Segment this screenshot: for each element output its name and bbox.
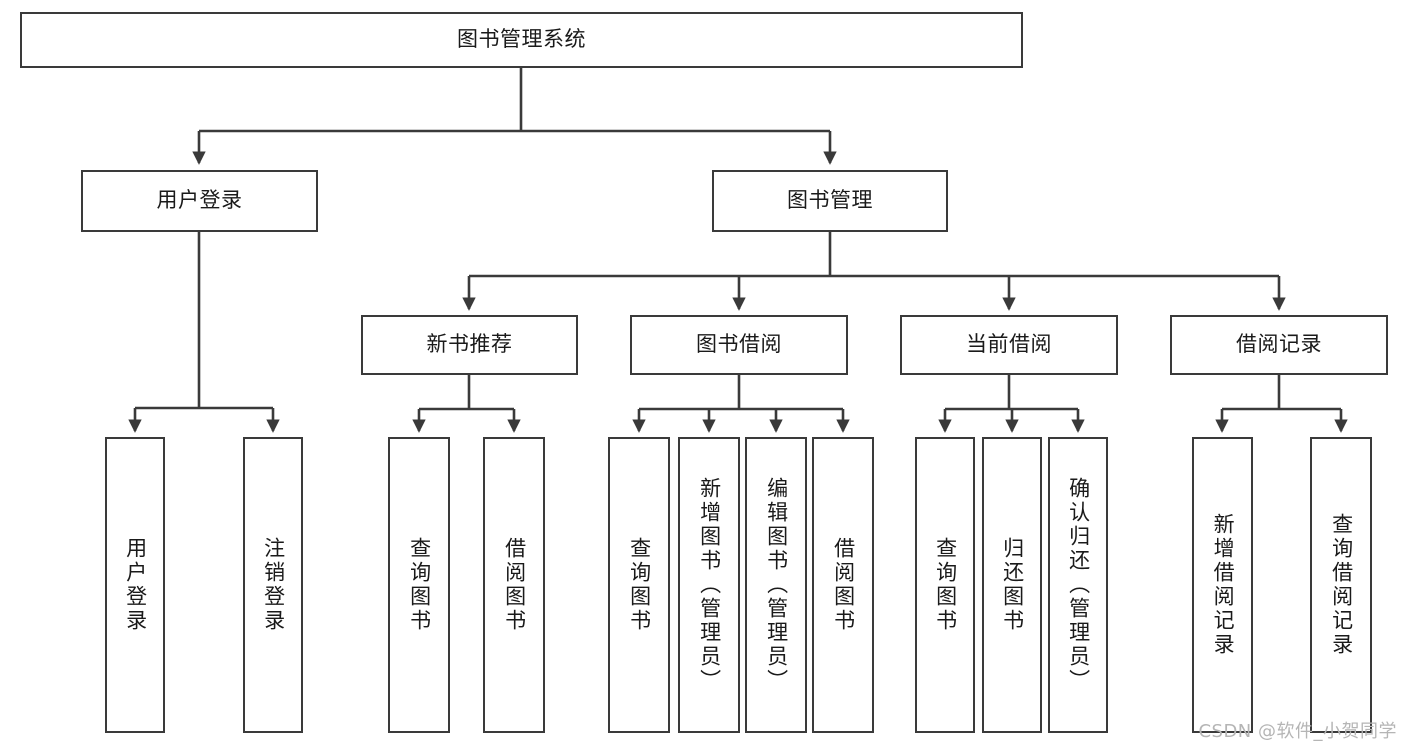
node-leaf-query-book-1[interactable]: 查询图书 (388, 437, 450, 733)
node-leaf-borrow-book-1[interactable]: 借阅图书 (483, 437, 545, 733)
node-new-book-recommend[interactable]: 新书推荐 (361, 315, 578, 375)
node-leaf-user-login[interactable]: 用户登录 (105, 437, 165, 733)
node-leaf-add-borrow-record[interactable]: 新增借阅记录 (1192, 437, 1253, 733)
node-label: 查询图书 (933, 537, 958, 633)
node-label: 编辑图书（管理员） (764, 477, 789, 693)
watermark: CSDN @软件_小贺同学 (1198, 721, 1397, 742)
node-leaf-query-book-3[interactable]: 查询图书 (915, 437, 975, 733)
node-label: 新书推荐 (426, 332, 513, 357)
node-label: 查询图书 (407, 537, 432, 633)
node-label: 查询图书 (627, 537, 652, 633)
node-root-system[interactable]: 图书管理系统 (20, 12, 1023, 68)
node-book-manage[interactable]: 图书管理 (712, 170, 948, 232)
node-leaf-borrow-book-2[interactable]: 借阅图书 (812, 437, 874, 733)
node-label: 新增借阅记录 (1211, 513, 1236, 657)
node-label: 归还图书 (1000, 537, 1025, 633)
node-label: 注销登录 (261, 537, 286, 633)
node-label: 借阅图书 (831, 537, 856, 633)
node-leaf-logout-login[interactable]: 注销登录 (243, 437, 303, 733)
node-label: 借阅记录 (1236, 332, 1322, 357)
node-label: 新增图书（管理员） (697, 477, 722, 693)
node-label: 用户登录 (123, 537, 148, 633)
node-label: 图书管理系统 (457, 27, 586, 52)
node-label: 当前借阅 (966, 332, 1052, 357)
node-label: 确认归还（管理员） (1066, 477, 1091, 693)
node-label: 借阅图书 (502, 537, 527, 633)
node-label: 用户登录 (156, 188, 243, 213)
node-book-borrow[interactable]: 图书借阅 (630, 315, 848, 375)
node-leaf-query-book-2[interactable]: 查询图书 (608, 437, 670, 733)
node-current-borrow[interactable]: 当前借阅 (900, 315, 1118, 375)
node-borrow-record[interactable]: 借阅记录 (1170, 315, 1388, 375)
node-label: 图书管理 (787, 188, 873, 213)
node-leaf-add-book-admin[interactable]: 新增图书（管理员） (678, 437, 740, 733)
node-leaf-query-borrow-record[interactable]: 查询借阅记录 (1310, 437, 1372, 733)
node-label: 查询借阅记录 (1329, 513, 1354, 657)
node-leaf-return-book[interactable]: 归还图书 (982, 437, 1042, 733)
node-user-login[interactable]: 用户登录 (81, 170, 318, 232)
node-label: 图书借阅 (696, 332, 782, 357)
node-leaf-confirm-return-admin[interactable]: 确认归还（管理员） (1048, 437, 1108, 733)
node-leaf-edit-book-admin[interactable]: 编辑图书（管理员） (745, 437, 807, 733)
